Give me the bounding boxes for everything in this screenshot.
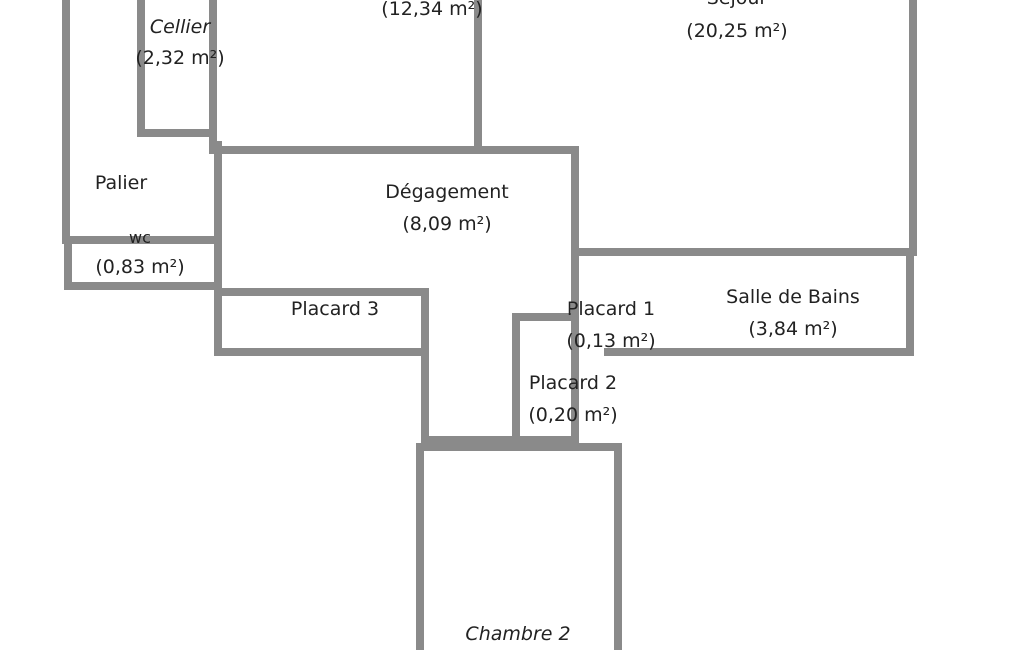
wc-area: (0,83 m²) [95, 256, 184, 278]
top-room-area: (12,34 m²) [381, 0, 482, 20]
wc-name: wc [129, 228, 151, 247]
placard1-name: Placard 1 [567, 298, 655, 320]
salle-de-bains-name: Salle de Bains [726, 286, 860, 308]
walls [62, 0, 917, 650]
cellier-name: Cellier [150, 16, 211, 38]
cellier-area: (2,32 m²) [135, 47, 224, 69]
salle-de-bains-area: (3,84 m²) [748, 318, 837, 340]
placard3-name: Placard 3 [291, 298, 379, 320]
placard1-area: (0,13 m²) [566, 330, 655, 352]
placard2-name: Placard 2 [529, 372, 617, 394]
degagement-name: Dégagement [385, 181, 508, 203]
chambre2-name: Chambre 2 [465, 623, 570, 645]
room-labels: (12,34 m²) Séjour (20,25 m²) Cellier (2,… [95, 0, 860, 645]
degagement-area: (8,09 m²) [402, 213, 491, 235]
palier-name: Palier [95, 172, 147, 194]
placard2-area: (0,20 m²) [528, 404, 617, 426]
sejour-name: Séjour [707, 0, 768, 9]
sejour-area: (20,25 m²) [686, 20, 787, 42]
